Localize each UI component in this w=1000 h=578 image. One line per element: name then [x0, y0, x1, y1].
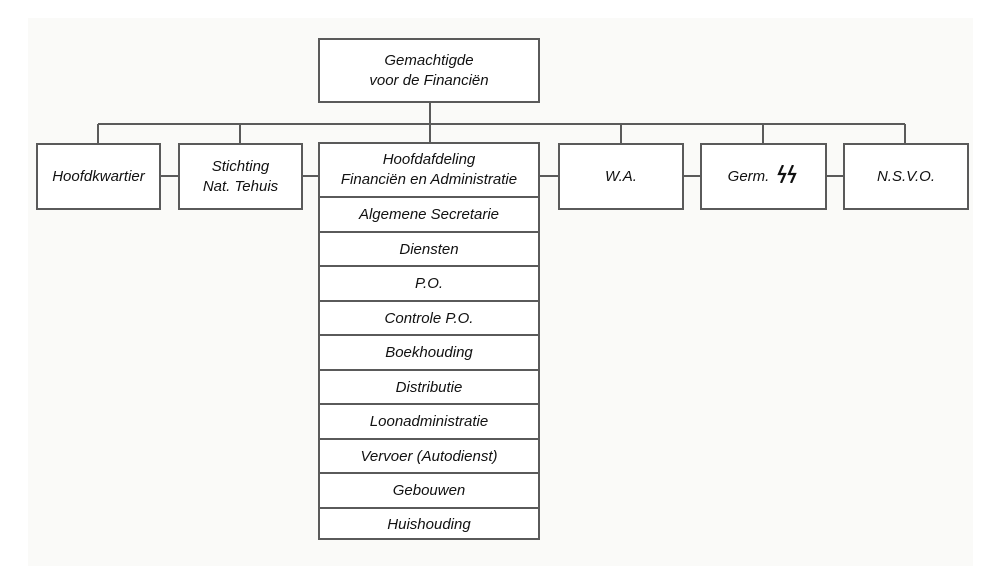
section-row: Huishouding: [320, 507, 538, 540]
box-stichting: Stichting Nat. Tehuis: [178, 143, 303, 210]
section-label: Loonadministratie: [369, 413, 489, 430]
section-row: Vervoer (Autodienst): [320, 438, 538, 472]
section-label: Boekhouding: [385, 344, 473, 361]
stichting-line1: Stichting: [211, 157, 270, 175]
section-label: Vervoer (Autodienst): [360, 447, 498, 465]
germ-label: Germ.: [727, 167, 770, 185]
section-label: Gebouwen: [392, 482, 466, 499]
section-row: Distributie: [320, 369, 538, 403]
ss-runes-icon: [777, 164, 799, 189]
top-box-gemachtigde: Gemachtigde voor de Financiën: [318, 38, 540, 103]
wa-label: W.A.: [605, 167, 637, 185]
box-nsvo: N.S.V.O.: [843, 143, 969, 210]
box-germ: Germ.: [700, 143, 827, 210]
section-row: Boekhouding: [320, 334, 538, 369]
hoofdafdeling-title-line2: Financiën en Administratie: [340, 171, 518, 188]
top-box-line2: voor de Financiën: [369, 71, 489, 89]
hoofdafdeling-title: Hoofdafdeling Financiën en Administratie: [320, 144, 538, 196]
section-label: Algemene Secretarie: [358, 206, 500, 223]
box-hoofdkwartier: Hoofdkwartier: [36, 143, 161, 210]
section-label: Distributie: [395, 378, 463, 396]
section-row: Algemene Secretarie: [320, 196, 538, 231]
stichting-line2: Nat. Tehuis: [202, 177, 279, 195]
section-label: Controle P.O.: [384, 309, 474, 327]
top-box-line1: Gemachtigde: [384, 51, 474, 69]
section-row: Diensten: [320, 231, 538, 265]
hoofdafdeling-title-line1: Hoofdafdeling: [382, 151, 476, 168]
hoofdkwartier-label: Hoofdkwartier: [52, 167, 145, 185]
box-wa: W.A.: [558, 143, 684, 210]
section-row: Controle P.O.: [320, 300, 538, 334]
nsvo-label: N.S.V.O.: [876, 167, 936, 185]
section-label: Diensten: [399, 240, 459, 258]
section-row: Loonadministratie: [320, 403, 538, 438]
section-row: P.O.: [320, 265, 538, 300]
box-hoofdafdeling: Hoofdafdeling Financiën en Administratie…: [318, 142, 540, 540]
section-label: P.O.: [414, 275, 444, 292]
section-label: Huishouding: [387, 516, 471, 533]
section-row: Gebouwen: [320, 472, 538, 507]
